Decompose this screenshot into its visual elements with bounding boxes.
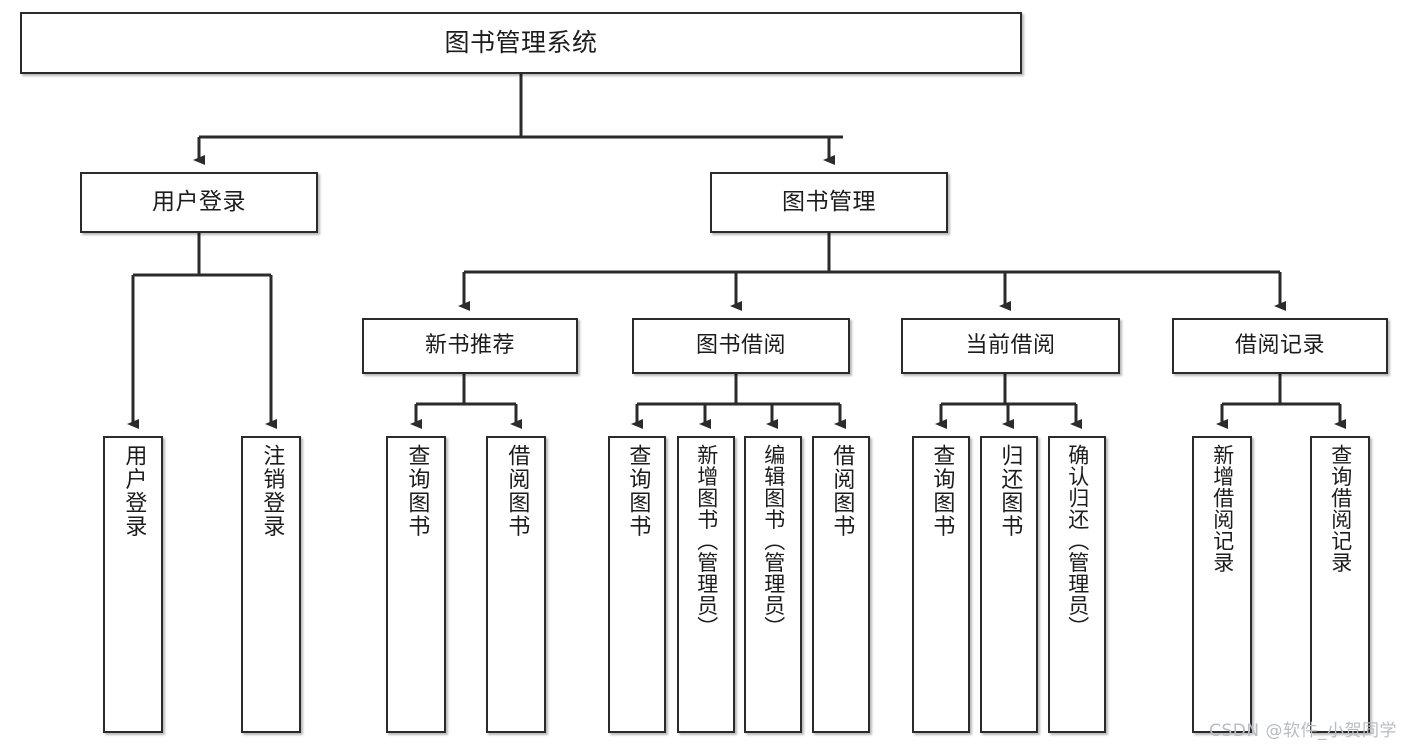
leaf-edit-book[interactable]: 编辑图书（管理员）	[744, 436, 802, 733]
node-label: 图书借阅	[695, 333, 786, 359]
node-label: 借阅图书	[829, 444, 855, 538]
node-borrow-record[interactable]: 借阅记录	[1172, 318, 1388, 374]
node-label: 查询图书	[404, 444, 430, 538]
node-label: 图书管理系统	[444, 27, 598, 57]
node-label: 新增图书（管理员）	[694, 444, 719, 638]
node-label: 借阅记录	[1234, 333, 1325, 359]
node-label: 当前借阅	[965, 333, 1056, 359]
leaf-user-login[interactable]: 用户登录	[103, 436, 163, 733]
node-label: 编辑图书（管理员）	[761, 444, 786, 638]
leaf-query-borrow-record[interactable]: 查询借阅记录	[1310, 436, 1370, 733]
node-book-borrow[interactable]: 图书借阅	[632, 318, 850, 374]
node-label: 归还图书	[997, 444, 1023, 538]
node-label: 图书管理	[782, 189, 876, 216]
leaf-query-book-current[interactable]: 查询图书	[912, 436, 970, 733]
node-label: 用户登录	[152, 189, 246, 216]
node-label: 查询图书	[929, 444, 955, 538]
node-label: 新书推荐	[424, 333, 515, 359]
node-label: 查询借阅记录	[1328, 444, 1353, 573]
node-label: 查询图书	[625, 444, 651, 538]
node-label: 用户登录	[121, 444, 147, 538]
csdn-watermark: CSDN @软件_小贺同学	[1209, 721, 1397, 741]
node-label: 确认归还（管理员）	[1065, 444, 1090, 638]
node-user-login[interactable]: 用户登录	[80, 172, 318, 233]
node-label: 借阅图书	[504, 444, 530, 538]
node-current-borrow[interactable]: 当前借阅	[901, 318, 1120, 374]
node-new-book-recommend[interactable]: 新书推荐	[362, 318, 578, 374]
leaf-query-book-borrow[interactable]: 查询图书	[608, 436, 666, 733]
leaf-query-book-recommend[interactable]: 查询图书	[386, 436, 446, 733]
leaf-return-book[interactable]: 归还图书	[980, 436, 1038, 733]
node-book-management[interactable]: 图书管理	[710, 172, 948, 233]
node-label: 新增借阅记录	[1210, 444, 1235, 573]
node-book-management-system[interactable]: 图书管理系统	[20, 12, 1022, 74]
leaf-borrow-book[interactable]: 借阅图书	[812, 436, 870, 733]
leaf-logout-login[interactable]: 注销登录	[241, 436, 301, 733]
leaf-add-book[interactable]: 新增图书（管理员）	[677, 436, 735, 733]
node-label: 注销登录	[259, 444, 285, 538]
leaf-confirm-return[interactable]: 确认归还（管理员）	[1048, 436, 1106, 733]
leaf-borrow-book-recommend[interactable]: 借阅图书	[486, 436, 546, 733]
leaf-add-borrow-record[interactable]: 新增借阅记录	[1192, 436, 1252, 733]
